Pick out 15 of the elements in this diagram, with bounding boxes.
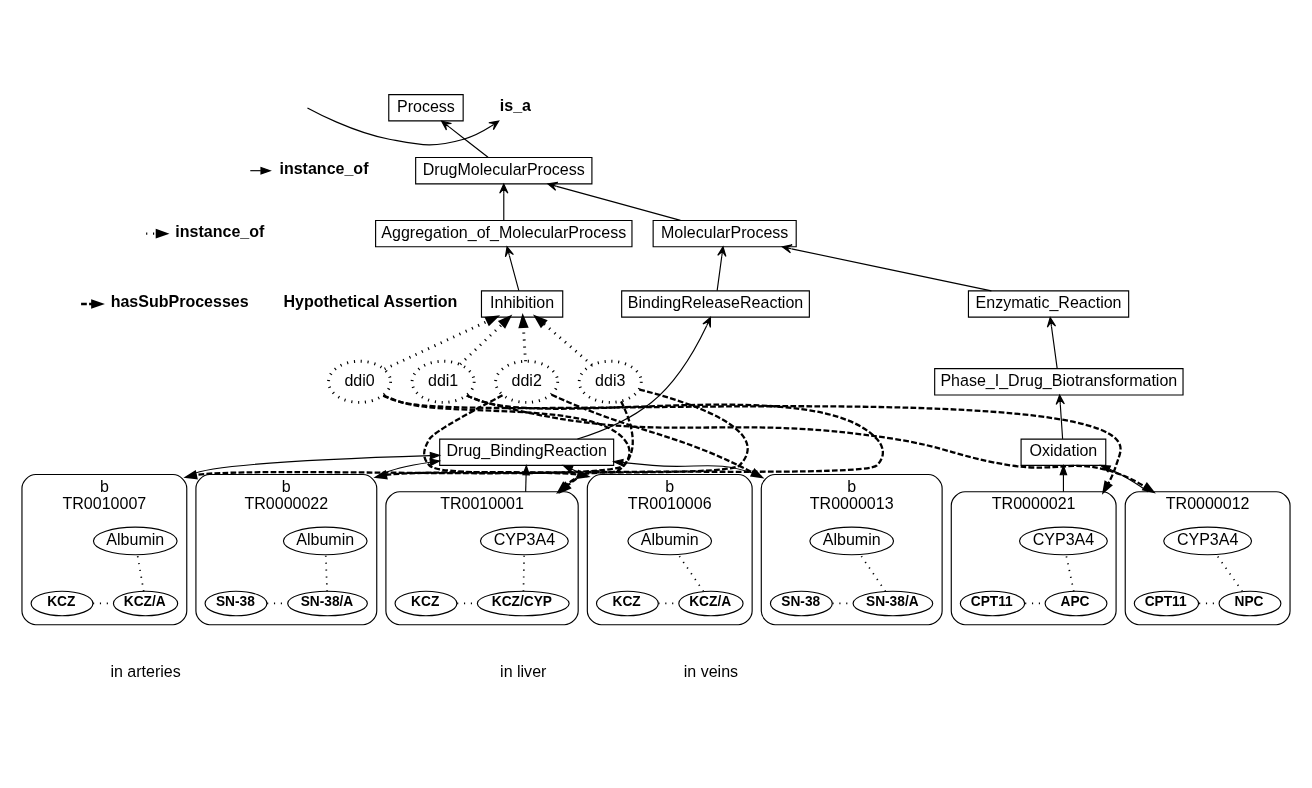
node-label: TR0010006: [627, 494, 712, 513]
label: in liver: [500, 662, 547, 681]
label: Hypothetical Assertion: [283, 292, 458, 311]
label: in arteries: [110, 662, 181, 681]
node-label: TR0000022: [244, 494, 329, 513]
legend-label: instance_of: [175, 221, 265, 240]
node-label: TR0000021: [991, 494, 1076, 513]
label: in veins: [683, 662, 739, 681]
node-label: TR0000012: [1165, 494, 1250, 513]
node-label: TR0000013: [809, 494, 894, 513]
legend-label: is_a: [499, 95, 531, 114]
node-label: TR0010001: [440, 494, 524, 513]
legend-label: hasSubProcesses: [110, 292, 249, 311]
legend-label: instance_of: [279, 158, 369, 177]
node-label: TR0010007: [62, 494, 147, 513]
